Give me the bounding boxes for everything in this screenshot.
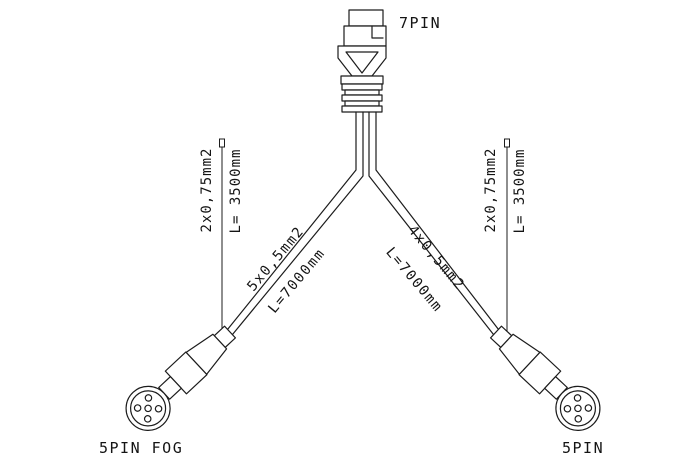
pin xyxy=(574,404,582,413)
label-left-aux-length: L= 3500mm xyxy=(228,149,244,234)
connector-5pin-fog xyxy=(125,325,237,431)
aux-wire-right xyxy=(504,138,510,338)
pin xyxy=(584,404,593,412)
aux-wire-left xyxy=(219,138,225,338)
pin xyxy=(144,404,152,413)
connector-face-inner xyxy=(559,390,597,427)
housing-triangle xyxy=(345,51,379,74)
main-cable-right xyxy=(368,111,500,335)
pin xyxy=(144,394,153,402)
pin xyxy=(133,404,142,412)
label-left-aux-spec: 2x0,75mm2 xyxy=(199,148,215,233)
plug-body xyxy=(343,25,387,47)
strain-relief xyxy=(341,83,383,113)
rib xyxy=(341,83,383,91)
label-5pin-fog: 5PIN FOG xyxy=(99,439,183,457)
rib xyxy=(341,94,383,102)
cable-line xyxy=(232,111,364,335)
connector-face-outer xyxy=(555,385,601,431)
pin xyxy=(573,394,582,402)
label-7pin: 7PIN xyxy=(399,14,441,32)
plug-step-line xyxy=(371,25,384,39)
plug-flange xyxy=(340,75,384,85)
wire-terminal xyxy=(219,138,225,148)
rib xyxy=(344,89,380,96)
cable-line xyxy=(226,111,357,331)
label-right-aux-spec: 2x0,75mm2 xyxy=(483,148,499,233)
connector-7pin xyxy=(337,9,387,113)
connector-5pin-right xyxy=(489,325,601,431)
rib xyxy=(344,100,380,107)
pin xyxy=(574,415,583,423)
wire-terminal xyxy=(504,138,510,148)
pin xyxy=(154,404,163,413)
plug-housing xyxy=(337,45,387,77)
label-5pin-right: 5PIN xyxy=(562,439,604,457)
main-cable-left xyxy=(226,111,364,335)
pin xyxy=(143,415,152,423)
cable-line xyxy=(368,111,494,335)
rib xyxy=(341,105,383,113)
label-right-aux-length: L= 3500mm xyxy=(512,149,528,234)
connector-face-outer xyxy=(125,385,171,431)
pin xyxy=(563,404,572,413)
connector-face-inner xyxy=(129,390,167,427)
cable-line xyxy=(375,111,500,331)
plug-top xyxy=(348,9,384,27)
